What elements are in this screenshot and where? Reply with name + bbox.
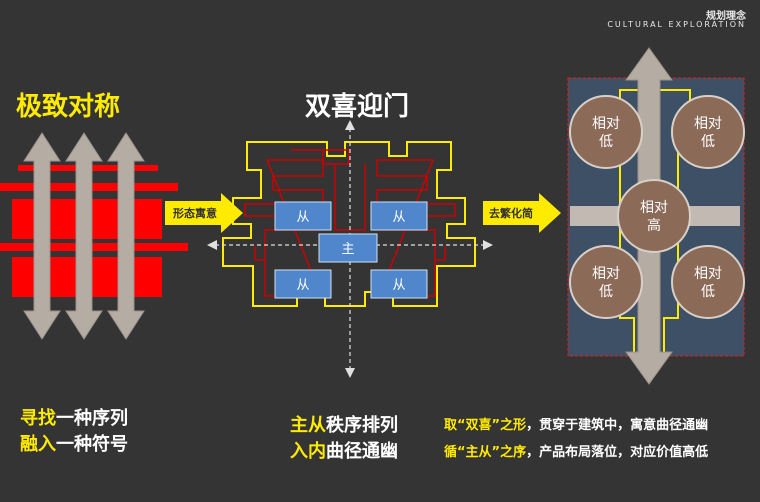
flow-arrow-2-label: 去繁化简 <box>489 206 533 220</box>
middle-caption: 主从秩序排列 入内曲径通幽 <box>290 415 398 462</box>
flow-arrow-1: 形态寓意 <box>165 193 243 233</box>
axis-arrow-down-icon <box>345 368 355 378</box>
main-box: 主 <box>318 233 378 263</box>
vertical-arrows <box>23 132 145 340</box>
header-title-cn: 规划理念 <box>706 11 746 22</box>
svg-text:相对: 相对 <box>640 200 668 216</box>
svg-text:主: 主 <box>341 242 354 257</box>
circle-top-left: 相对 低 <box>569 95 643 169</box>
sub-box-bottom-right: 从 <box>370 269 428 299</box>
header-title-en: CULTURAL EXPLORATION <box>607 20 746 29</box>
svg-text:低: 低 <box>701 134 715 150</box>
symmetry-diagram <box>0 132 188 340</box>
sub-box-top-left: 从 <box>274 201 332 231</box>
circle-top-right: 相对 低 <box>671 95 745 169</box>
axis-arrow-up-icon <box>345 120 355 130</box>
svg-text:从: 从 <box>392 278 405 293</box>
double-happiness-plan: 从 从 主 从 从 <box>207 120 493 378</box>
svg-text:相对: 相对 <box>694 116 722 132</box>
circle-center: 相对 高 <box>617 179 691 253</box>
circle-bottom-right: 相对 低 <box>671 245 745 319</box>
left-title: 极致对称 <box>16 92 121 122</box>
value-distribution-diagram: 相对 低 相对 低 相对 高 相对 低 相对 低 <box>567 47 745 385</box>
left-caption: 寻找一种序列 融入一种符号 <box>20 408 128 455</box>
svg-text:从: 从 <box>296 278 309 293</box>
circle-bottom-left: 相对 低 <box>569 245 643 319</box>
svg-text:高: 高 <box>647 217 661 234</box>
svg-text:从: 从 <box>392 210 405 225</box>
flow-arrow-1-label: 形态寓意 <box>173 206 217 220</box>
sub-box-bottom-left: 从 <box>274 269 332 299</box>
sub-box-top-right: 从 <box>370 201 428 231</box>
svg-text:低: 低 <box>599 134 613 150</box>
red-maze-lines <box>244 149 456 297</box>
svg-text:低: 低 <box>701 284 715 300</box>
note-2: 循“主从”之序，产品布局落位，对应价值高低 <box>444 445 709 460</box>
svg-text:相对: 相对 <box>694 266 722 282</box>
svg-text:从: 从 <box>296 210 309 225</box>
flow-arrow-2: 去繁化简 <box>483 193 561 233</box>
svg-text:低: 低 <box>599 284 613 300</box>
yellow-outline <box>222 141 476 307</box>
svg-text:相对: 相对 <box>592 266 620 282</box>
axis-arrow-right-icon <box>483 240 493 250</box>
notes: 取“双喜”之形，贯穿于建筑中，寓意曲径通幽 循“主从”之序，产品布局落位，对应价… <box>444 412 708 466</box>
svg-text:相对: 相对 <box>592 116 620 132</box>
middle-title: 双喜迎门 <box>305 92 410 122</box>
note-1: 取“双喜”之形，贯穿于建筑中，寓意曲径通幽 <box>444 418 709 433</box>
red-double-happiness-blocks <box>0 165 188 297</box>
axis-arrow-left-icon <box>207 240 217 250</box>
